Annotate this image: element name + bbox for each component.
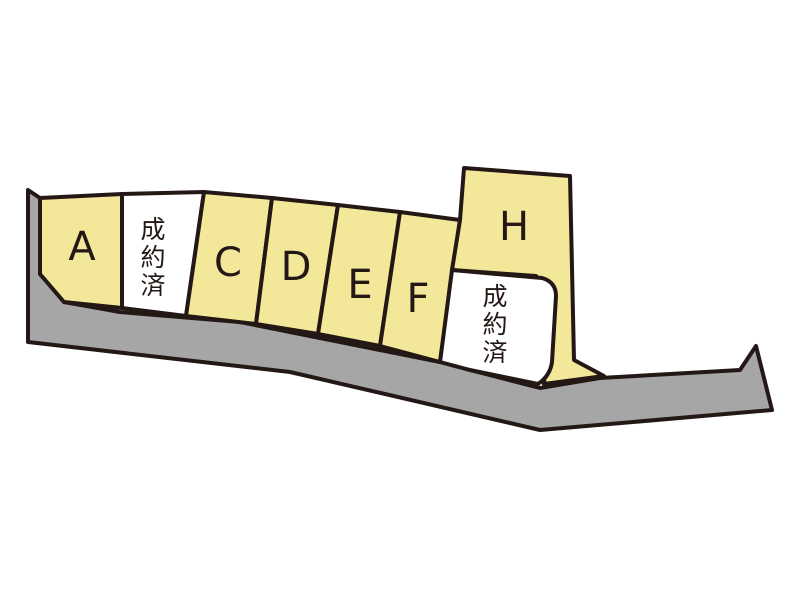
lot-g-label-line-1: 成 — [482, 282, 507, 311]
lot-d-label: D — [281, 244, 312, 290]
lot-b-label-line-1: 成 — [140, 215, 165, 244]
lot-h-label: H — [499, 204, 529, 250]
lot-g-label-line-2: 約 — [482, 310, 507, 339]
lot-e-label: E — [347, 262, 372, 308]
lot-a[interactable] — [38, 192, 124, 310]
lot-g-label-line-3: 済 — [482, 338, 507, 367]
lot-f-label: F — [406, 276, 429, 322]
lot-a-label: A — [68, 224, 96, 270]
lot-b-label-line-3: 済 — [140, 271, 165, 300]
lot-g[interactable] — [438, 268, 558, 386]
lot-b-label-line-2: 約 — [140, 243, 165, 272]
lot-c-label: C — [214, 240, 242, 286]
